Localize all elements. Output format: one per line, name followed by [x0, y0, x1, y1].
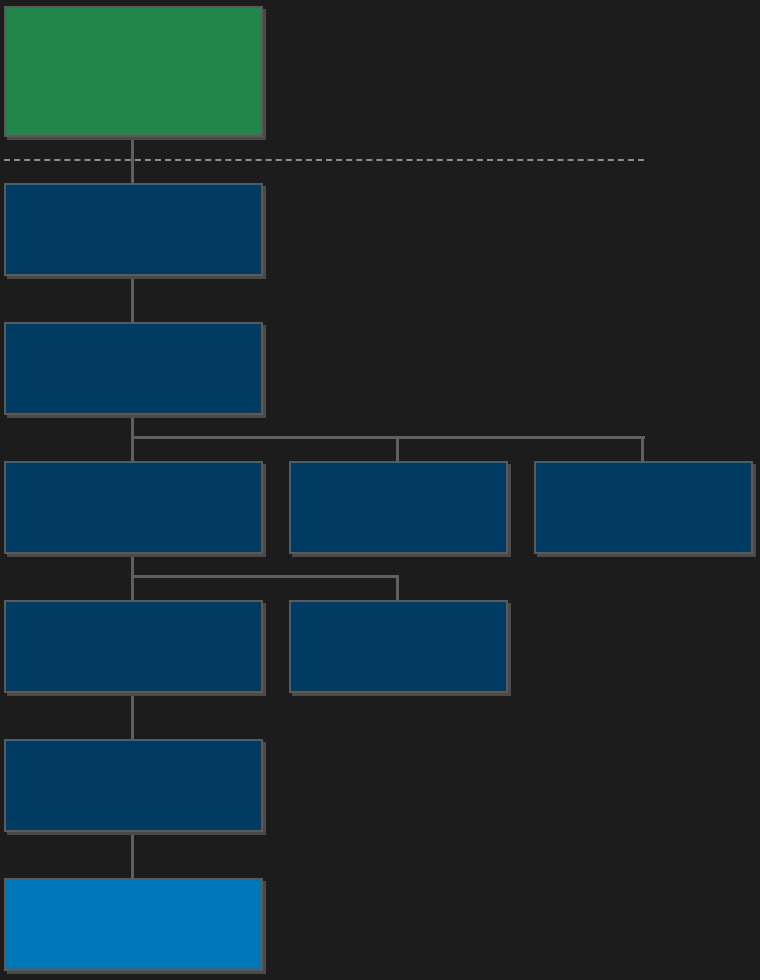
- node-level-4-a[interactable]: [4, 600, 263, 693]
- node-level-3-a[interactable]: [4, 461, 263, 554]
- connector-level-4-b-drop: [396, 575, 399, 600]
- connector-level-3-a-branch: [131, 575, 399, 578]
- connector-level-4-a-level-5: [131, 693, 134, 739]
- connector-level-3-c-drop: [641, 436, 644, 461]
- connector-level-5-level-6: [131, 832, 134, 878]
- connector-level-2-branch: [131, 436, 645, 439]
- node-level-3-c[interactable]: [534, 461, 753, 554]
- node-level-3-b[interactable]: [289, 461, 508, 554]
- node-level-6[interactable]: [4, 878, 263, 971]
- connector-root-level-1: [131, 137, 134, 183]
- node-level-5[interactable]: [4, 739, 263, 832]
- node-level-4-b[interactable]: [289, 600, 508, 693]
- node-root[interactable]: [4, 6, 263, 137]
- node-level-2[interactable]: [4, 322, 263, 415]
- connector-level-1-level-2: [131, 276, 134, 322]
- node-level-1[interactable]: [4, 183, 263, 276]
- dashed-separator: [4, 159, 644, 161]
- connector-level-3-b-drop: [396, 436, 399, 461]
